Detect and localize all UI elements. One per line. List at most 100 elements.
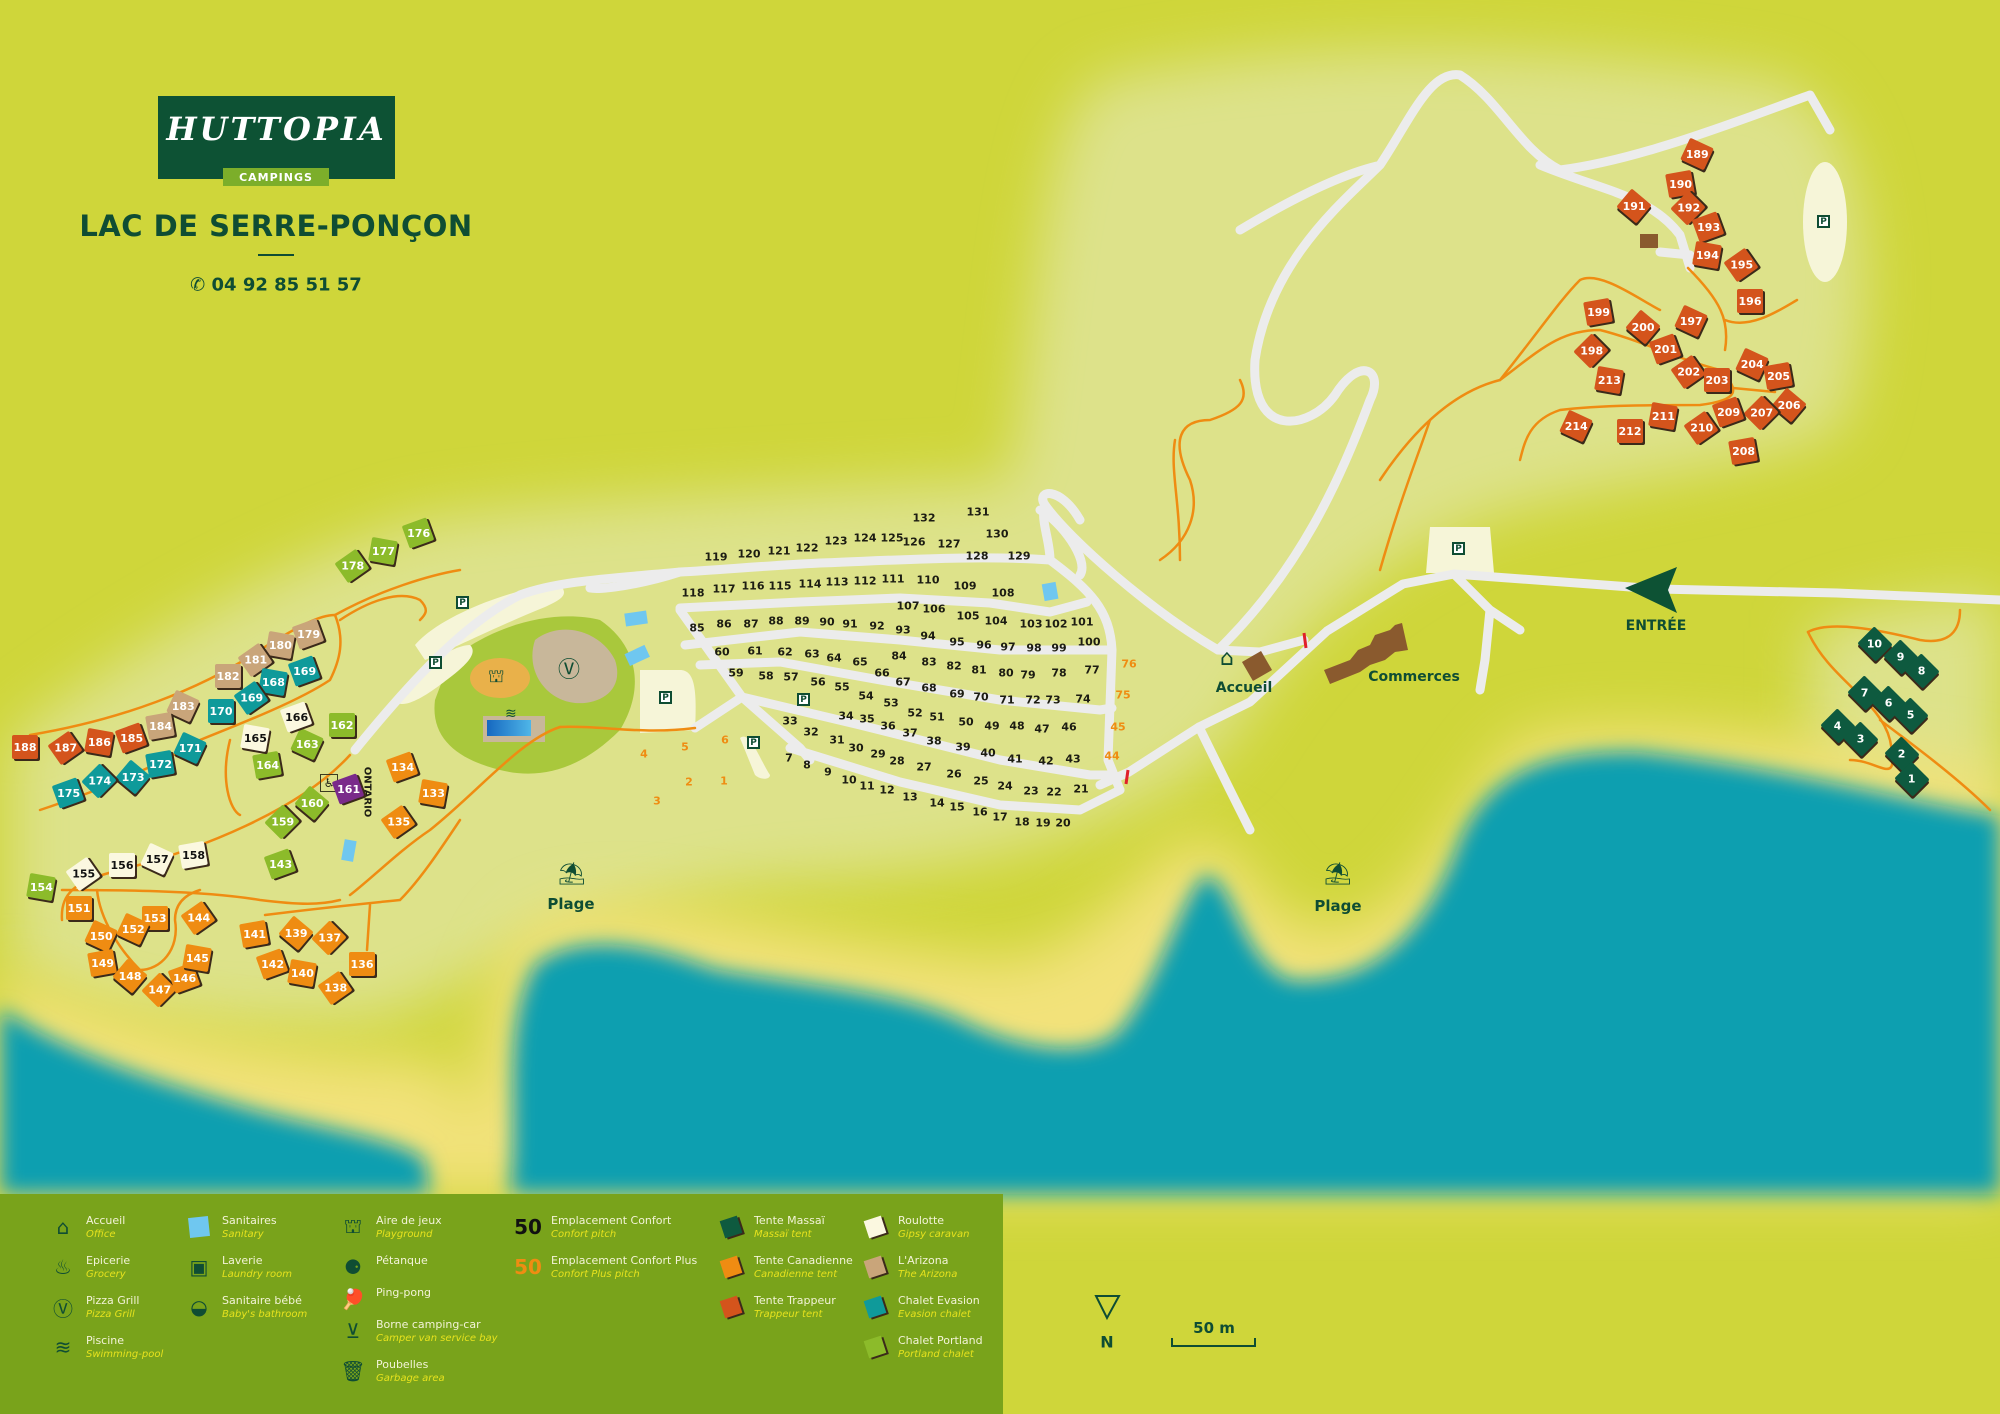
- confort-pitch[interactable]: 54: [858, 689, 874, 703]
- confort-pitch[interactable]: 93: [895, 623, 911, 637]
- confort-pitch[interactable]: 129: [1007, 549, 1031, 563]
- evasion-accommodation[interactable]: 170: [208, 699, 234, 723]
- confort-pitch[interactable]: 91: [842, 617, 858, 631]
- confort-pitch[interactable]: 17: [992, 810, 1008, 824]
- confort-pitch[interactable]: 109: [953, 579, 977, 593]
- confort-pitch[interactable]: 18: [1014, 815, 1030, 829]
- confort-pitch[interactable]: 72: [1025, 693, 1041, 707]
- confort-pitch[interactable]: 43: [1065, 752, 1081, 766]
- confort-pitch[interactable]: 36: [880, 719, 896, 733]
- phone-number[interactable]: ✆ 04 92 85 51 57: [190, 275, 362, 296]
- confort-pitch[interactable]: 40: [980, 746, 996, 760]
- confort-pitch[interactable]: 121: [767, 544, 791, 558]
- confort-pitch[interactable]: 106: [922, 602, 946, 616]
- canadienne-accommodation[interactable]: 136: [349, 952, 375, 976]
- confort-pitch[interactable]: 67: [895, 675, 911, 689]
- confort-pitch[interactable]: 111: [881, 572, 905, 586]
- confort-pitch[interactable]: 59: [728, 666, 744, 680]
- confort-pitch[interactable]: 78: [1051, 666, 1067, 680]
- confort-pitch[interactable]: 10: [841, 773, 857, 787]
- confort-plus-pitch[interactable]: 2: [685, 775, 693, 789]
- confort-pitch[interactable]: 94: [920, 629, 936, 643]
- confort-pitch[interactable]: 69: [949, 687, 965, 701]
- confort-pitch[interactable]: 86: [716, 617, 732, 631]
- confort-pitch[interactable]: 26: [946, 767, 962, 781]
- canadienne-accommodation[interactable]: 133: [418, 778, 448, 808]
- confort-pitch[interactable]: 123: [824, 534, 848, 548]
- confort-pitch[interactable]: 9: [824, 765, 832, 779]
- confort-pitch[interactable]: 39: [955, 740, 971, 754]
- roulotte-accommodation[interactable]: 158: [178, 840, 208, 870]
- confort-pitch[interactable]: 58: [758, 669, 774, 683]
- portland-accommodation[interactable]: 164: [252, 750, 282, 780]
- confort-pitch[interactable]: 88: [768, 614, 784, 628]
- confort-pitch[interactable]: 113: [825, 575, 849, 589]
- confort-pitch[interactable]: 13: [902, 790, 918, 804]
- confort-pitch[interactable]: 47: [1034, 722, 1050, 736]
- confort-pitch[interactable]: 14: [929, 796, 945, 810]
- confort-pitch[interactable]: 98: [1026, 641, 1042, 655]
- confort-pitch[interactable]: 96: [976, 638, 992, 652]
- confort-pitch[interactable]: 63: [804, 647, 820, 661]
- confort-pitch[interactable]: 21: [1073, 782, 1089, 796]
- confort-pitch[interactable]: 100: [1077, 635, 1101, 649]
- canadienne-accommodation[interactable]: 140: [287, 958, 317, 988]
- confort-pitch[interactable]: 71: [999, 693, 1015, 707]
- confort-pitch[interactable]: 118: [681, 586, 705, 600]
- confort-plus-pitch[interactable]: 76: [1121, 657, 1137, 671]
- confort-pitch[interactable]: 64: [826, 651, 842, 665]
- canadienne-accommodation[interactable]: 151: [66, 896, 92, 920]
- confort-pitch[interactable]: 51: [929, 710, 945, 724]
- confort-pitch[interactable]: 90: [819, 615, 835, 629]
- confort-pitch[interactable]: 12: [879, 783, 895, 797]
- confort-plus-pitch[interactable]: 3: [653, 794, 661, 808]
- canadienne-accommodation[interactable]: 145: [182, 943, 212, 973]
- confort-pitch[interactable]: 114: [798, 577, 822, 591]
- confort-pitch[interactable]: 81: [971, 663, 987, 677]
- confort-pitch[interactable]: 116: [741, 579, 765, 593]
- confort-pitch[interactable]: 37: [902, 726, 918, 740]
- confort-pitch[interactable]: 77: [1084, 663, 1100, 677]
- confort-pitch[interactable]: 92: [869, 619, 885, 633]
- confort-pitch[interactable]: 115: [768, 579, 792, 593]
- confort-pitch[interactable]: 101: [1070, 615, 1094, 629]
- confort-pitch[interactable]: 84: [891, 649, 907, 663]
- confort-pitch[interactable]: 30: [848, 741, 864, 755]
- confort-pitch[interactable]: 83: [921, 655, 937, 669]
- confort-pitch[interactable]: 7: [785, 751, 793, 765]
- confort-pitch[interactable]: 120: [737, 547, 761, 561]
- confort-pitch[interactable]: 42: [1038, 754, 1054, 768]
- trappeur-accommodation[interactable]: 186: [84, 727, 114, 757]
- confort-pitch[interactable]: 104: [984, 614, 1008, 628]
- trappeur-accommodation[interactable]: 208: [1728, 436, 1758, 466]
- confort-pitch[interactable]: 95: [949, 635, 965, 649]
- confort-pitch[interactable]: 126: [902, 535, 926, 549]
- trappeur-accommodation[interactable]: 199: [1583, 297, 1613, 327]
- confort-pitch[interactable]: 131: [966, 505, 990, 519]
- confort-pitch[interactable]: 41: [1007, 752, 1023, 766]
- confort-pitch[interactable]: 29: [870, 747, 886, 761]
- canadienne-accommodation[interactable]: 141: [239, 919, 269, 949]
- confort-pitch[interactable]: 124: [853, 531, 877, 545]
- confort-pitch[interactable]: 110: [916, 573, 940, 587]
- roulotte-accommodation[interactable]: 156: [109, 853, 135, 877]
- confort-pitch[interactable]: 27: [916, 760, 932, 774]
- confort-pitch[interactable]: 35: [859, 712, 875, 726]
- confort-plus-pitch[interactable]: 44: [1104, 749, 1120, 763]
- confort-pitch[interactable]: 97: [1000, 640, 1016, 654]
- confort-pitch[interactable]: 62: [777, 645, 793, 659]
- confort-pitch[interactable]: 49: [984, 719, 1000, 733]
- confort-pitch[interactable]: 53: [883, 696, 899, 710]
- confort-pitch[interactable]: 112: [853, 574, 877, 588]
- confort-pitch[interactable]: 15: [949, 800, 965, 814]
- confort-pitch[interactable]: 28: [889, 754, 905, 768]
- confort-plus-pitch[interactable]: 5: [681, 740, 689, 754]
- confort-plus-pitch[interactable]: 4: [640, 747, 648, 761]
- confort-pitch[interactable]: 46: [1061, 720, 1077, 734]
- confort-pitch[interactable]: 85: [689, 621, 705, 635]
- confort-pitch[interactable]: 89: [794, 614, 810, 628]
- arizona-accommodation[interactable]: 180: [265, 630, 295, 660]
- confort-pitch[interactable]: 132: [912, 511, 936, 525]
- confort-pitch[interactable]: 57: [783, 670, 799, 684]
- confort-pitch[interactable]: 56: [810, 675, 826, 689]
